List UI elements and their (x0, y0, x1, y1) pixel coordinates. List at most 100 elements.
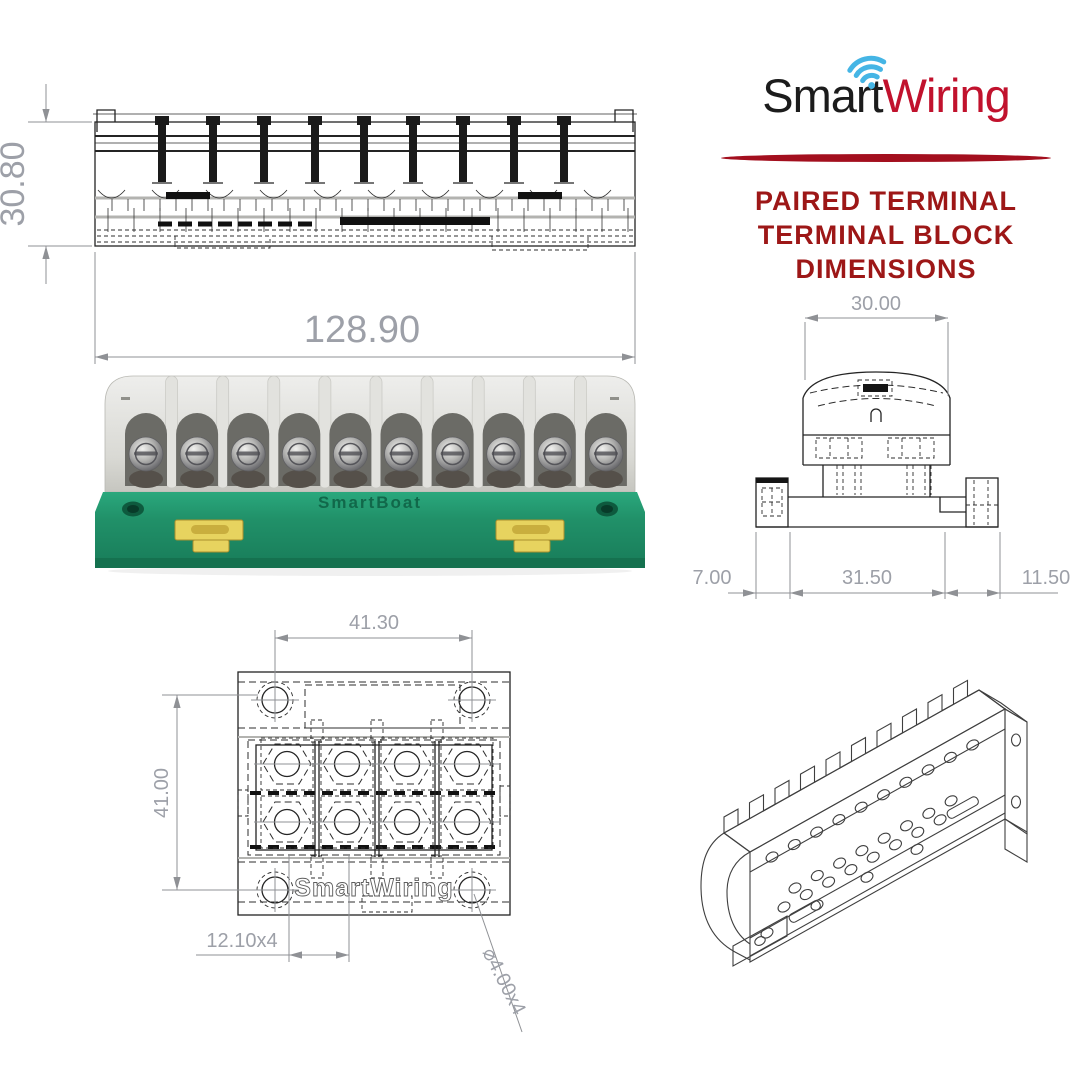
dim-arrowhead (459, 634, 472, 642)
front-scallop (367, 189, 396, 199)
dim-side-center: 31.50 (842, 567, 892, 589)
side-screw-shafts (836, 465, 932, 495)
dim-front-height: 30.80 (0, 141, 32, 226)
iso-ridge-base (723, 689, 980, 834)
dim-top-pitch: 12.10x4 (206, 930, 277, 952)
render-opening-shadow (384, 470, 419, 488)
render-divider-rib (318, 375, 332, 489)
render-screw-slot (440, 451, 465, 456)
iso-flange-hole (1010, 795, 1022, 809)
iso-slot (946, 796, 979, 819)
front-screw-post (510, 116, 518, 182)
side-center-notch (870, 408, 882, 422)
render-divider-rib (369, 375, 383, 489)
dim-arrows (173, 634, 472, 959)
iso-left-cap-inner (726, 851, 751, 945)
iso-left-cap (700, 832, 751, 961)
iso-sawtooth-ridge (723, 679, 980, 833)
render-screw-slot (491, 451, 516, 456)
iso-vent-hole (944, 795, 958, 807)
render-divider-rib (165, 375, 178, 489)
render-terminal-modules (125, 375, 627, 489)
top-view-drawing: SmartWiring 41.30 41.00 12.10x4 ⌀4.00x4 (151, 612, 530, 1033)
iso-left-cap-edge (723, 832, 751, 853)
dim-top-width: 41.30 (349, 612, 399, 634)
render-screw-slot (236, 451, 261, 456)
brand-logo: SmartWiring (700, 48, 1072, 148)
top-divider-hidden (430, 855, 444, 879)
dim-arrows (42, 109, 635, 361)
iso-vent-hole (854, 801, 868, 813)
side-hidden-pocket-left (815, 437, 863, 459)
render-divider-rib (471, 375, 485, 489)
dim-arrowhead (173, 695, 181, 708)
iso-slot (788, 900, 821, 923)
front-busbar-mark (340, 217, 490, 225)
iso-vent-hole (966, 739, 980, 751)
top-grid-outline (255, 744, 493, 851)
front-screw-post (409, 116, 417, 182)
render-din-clip-right (495, 519, 565, 553)
front-scallop (259, 189, 288, 199)
iso-vent-hole (921, 764, 935, 776)
iso-vent-hole (899, 776, 913, 788)
top-side-notch-left (237, 789, 249, 817)
iso-vent-hole (777, 901, 791, 913)
product-render: SmartBoat (95, 375, 645, 576)
render-screw-slot (389, 451, 414, 456)
iso-vent-hole (889, 839, 902, 851)
side-view-drawing: 30.00 7.00 31.50 11.50 (693, 293, 1071, 599)
leader-line (473, 893, 523, 1033)
iso-vent-hole (911, 826, 925, 838)
side-foot-left-mark (756, 478, 788, 483)
render-mount-hole-left-inner (127, 505, 139, 513)
iso-bottom-inner (749, 812, 1006, 957)
dim-arrowhead (987, 589, 1000, 597)
front-corner-right (614, 109, 634, 132)
front-scallop (421, 189, 450, 199)
render-divider-rib (522, 375, 536, 489)
render-divider-rib (574, 375, 587, 489)
front-scallop (97, 189, 126, 199)
front-step-hidden (491, 236, 589, 251)
render-opening-shadow (588, 470, 623, 488)
iso-vent-hole (810, 869, 824, 882)
iso-vent-hole (833, 857, 847, 869)
front-scallop (313, 189, 342, 199)
dim-top-height: 41.00 (151, 768, 173, 818)
iso-vent-hole (822, 876, 836, 888)
top-hidden-pocket (304, 684, 461, 729)
dim-arrowhead (173, 877, 181, 890)
side-dome-hidden2 (817, 398, 937, 407)
render-divider-rib (267, 375, 281, 489)
dim-side-right: 11.50 (1022, 567, 1071, 589)
render-vent-right (610, 397, 619, 400)
iso-vent-hole (832, 814, 846, 826)
dim-arrowhead (790, 589, 803, 597)
render-opening-shadow (129, 470, 163, 488)
render-mount-hole-right-inner (601, 505, 613, 513)
iso-right-flange-top (978, 689, 1028, 723)
side-label-hidden-rect (857, 379, 893, 397)
front-scallop (583, 189, 612, 199)
render-screw-slot (593, 451, 618, 456)
logo-underline-swoosh (721, 154, 1051, 162)
front-dark-mark (518, 192, 562, 199)
iso-vent-hole (810, 826, 824, 838)
wifi-icon (847, 55, 887, 89)
iso-vent-hole (910, 843, 924, 855)
render-divider-rib (420, 375, 434, 489)
front-screw-post (560, 116, 568, 182)
render-base-bottom-edge (95, 558, 645, 568)
side-hidden-pocket-right (887, 437, 935, 459)
dim-arrowhead (805, 314, 818, 322)
dim-arrowhead (42, 109, 50, 122)
render-opening-shadow (333, 470, 368, 488)
render-din-clip-left (174, 519, 244, 553)
iso-vent-hole (860, 871, 874, 883)
render-divider-rib (216, 375, 230, 489)
iso-vent-hole (922, 807, 936, 819)
dim-arrowhead (945, 589, 958, 597)
top-divider-hidden (370, 855, 384, 879)
